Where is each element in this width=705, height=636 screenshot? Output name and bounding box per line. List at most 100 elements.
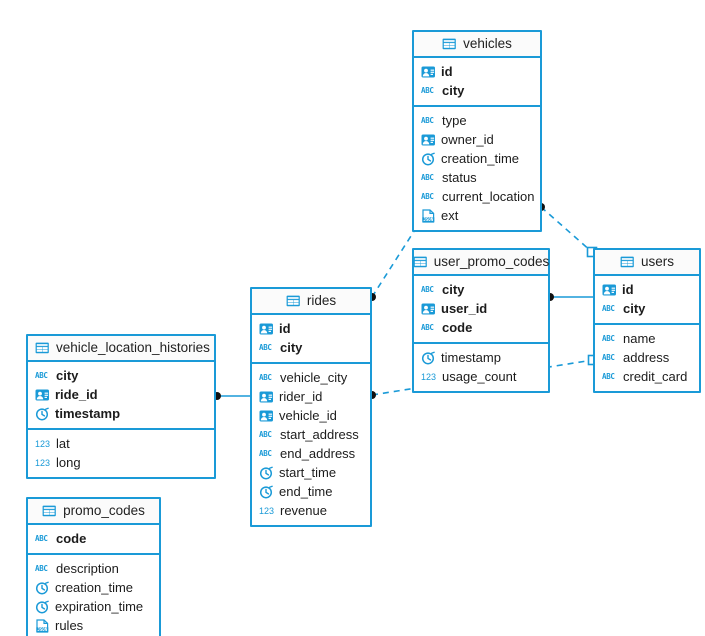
field-row[interactable]: start_time [252,463,370,482]
table-icon [620,255,635,269]
field-label: vehicle_city [280,370,348,385]
field-label: id [441,64,453,79]
field-row[interactable]: user_id [414,299,548,318]
field-row[interactable]: expiration_time [28,597,159,616]
entity-title: users [640,254,674,269]
field-label: id [622,282,634,297]
field-row[interactable]: ABC end_address [252,444,370,463]
field-row[interactable]: 123 long [28,453,214,472]
clock-timestamp-icon [421,351,436,365]
entity-header-vehicle_location_histories[interactable]: vehicle_location_histories [28,336,214,362]
entity-title: promo_codes [63,503,145,518]
field-row[interactable]: rider_id [252,387,370,406]
clock-timestamp-icon [421,152,436,166]
field-label: code [56,531,87,546]
abc-text-icon: ABC [421,172,434,182]
entity-header-promo_codes[interactable]: promo_codes [28,499,159,525]
json-document-icon: JSON [421,208,436,223]
id-card-icon [259,390,274,404]
field-row[interactable]: id [252,319,370,338]
field-row[interactable]: creation_time [414,149,540,168]
field-row[interactable]: creation_time [28,578,159,597]
field-row[interactable]: 123 lat [28,434,214,453]
field-label: timestamp [55,406,121,421]
entity-title: vehicles [463,36,512,51]
field-label: status [442,170,477,185]
field-row[interactable]: ride_id [28,385,214,404]
entity-header-users[interactable]: users [595,250,699,276]
entity-header-user_promo_codes[interactable]: user_promo_codes [413,250,550,276]
field-label: user_id [441,301,488,316]
field-label: usage_count [442,369,517,384]
field-label: revenue [280,503,327,518]
field-row[interactable]: ABC status [414,168,540,187]
entity-title: user_promo_codes [433,254,550,269]
field-row[interactable]: owner_id [414,130,540,149]
field-label: current_location [442,189,535,204]
edge-vehicle-location-histories-to-rides [213,392,250,400]
field-label: city [56,368,79,383]
field-label: name [623,331,656,346]
clock-timestamp-icon [259,466,274,480]
field-row[interactable]: id [595,280,699,299]
clock-timestamp-icon [259,485,274,499]
clock-timestamp-icon [35,407,50,421]
abc-text-icon: ABC [259,448,272,458]
field-row[interactable]: timestamp [414,348,548,367]
field-label: end_address [280,446,356,461]
field-row[interactable]: ABC city [252,338,370,357]
json-document-icon: JSON [35,618,50,633]
123-number-icon: 123 [35,457,51,468]
entity-header-vehicles[interactable]: vehicles [414,32,540,58]
123-number-icon: 123 [35,438,51,449]
field-label: owner_id [441,132,494,147]
clock-timestamp-icon [35,600,50,614]
id-card-icon [421,302,436,316]
field-label: long [56,455,81,470]
field-row[interactable]: timestamp [28,404,214,423]
abc-text-icon: ABC [421,322,434,332]
abc-text-icon: ABC [259,342,272,352]
field-label: city [280,340,303,355]
field-row[interactable]: vehicle_id [252,406,370,425]
field-label: ride_id [55,387,98,402]
abc-text-icon: ABC [602,352,615,362]
field-row[interactable]: id [414,62,540,81]
field-row[interactable]: end_time [252,482,370,501]
entity-header-rides[interactable]: rides [252,289,370,315]
table-icon [35,341,50,355]
field-label: lat [56,436,70,451]
